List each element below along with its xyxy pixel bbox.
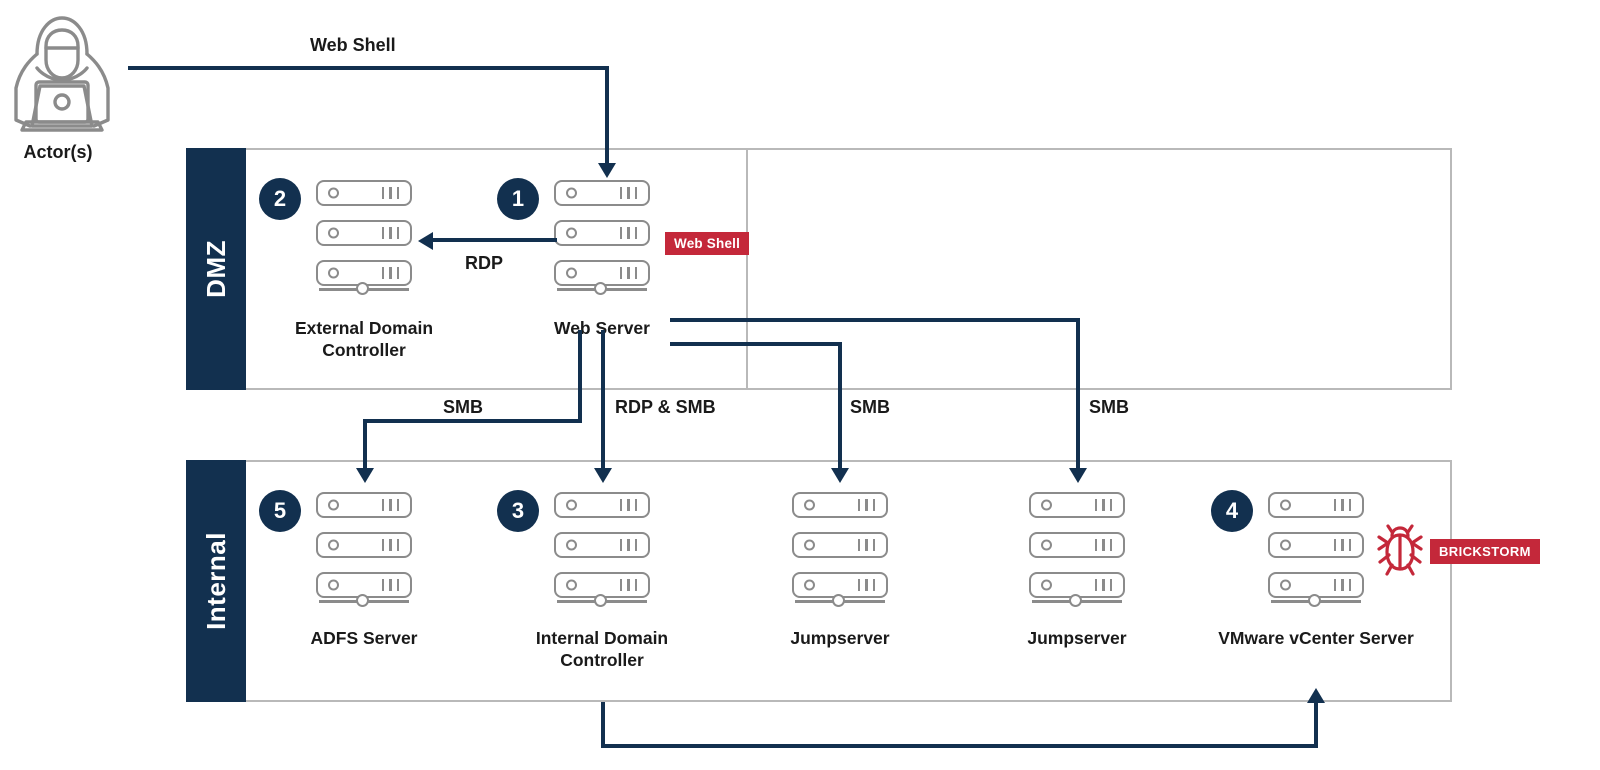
server-icon-vcenter bbox=[1268, 492, 1364, 612]
edge-web-to-jump2-arrowhead bbox=[1069, 468, 1087, 483]
zone-internal-text: Internal bbox=[200, 532, 231, 630]
edge-internal-dc-to-vcenter-v1 bbox=[601, 702, 605, 747]
node-label-vcenter: VMware vCenter Server bbox=[1218, 628, 1414, 648]
brickstorm-tag: BRICKSTORM bbox=[1430, 539, 1540, 564]
node-label-web-server: Web Server bbox=[554, 318, 650, 338]
node-label-external-dc: External Domain Controller bbox=[294, 318, 434, 360]
edge-label-smb-jump1: SMB bbox=[850, 397, 890, 417]
server-icon-internal-dc bbox=[554, 492, 650, 612]
actor-label: Actor(s) bbox=[23, 142, 93, 162]
step-badge-1: 1 bbox=[497, 178, 539, 220]
edge-internal-dc-to-vcenter-arrowhead bbox=[1307, 688, 1325, 703]
zone-dmz-label: DMZ bbox=[186, 148, 246, 390]
edge-web-to-adfs-arrowhead bbox=[356, 468, 374, 483]
edge-actor-to-web-h bbox=[128, 66, 609, 70]
dmz-inner-divider bbox=[746, 150, 748, 388]
edge-web-to-adfs-v2 bbox=[363, 419, 367, 471]
node-label-jumpserver-2: Jumpserver bbox=[1027, 628, 1127, 648]
edge-internal-dc-to-vcenter-v2 bbox=[1314, 700, 1318, 746]
edge-web-to-external-dc-h bbox=[432, 238, 557, 242]
server-icon-web-server bbox=[554, 180, 650, 300]
edge-web-to-internal-dc-arrowhead bbox=[594, 468, 612, 483]
edge-internal-dc-to-vcenter-h bbox=[601, 744, 1318, 748]
edge-label-web-shell: Web Shell bbox=[310, 35, 396, 55]
bug-icon bbox=[1375, 523, 1425, 584]
edge-actor-to-web-v bbox=[605, 66, 609, 166]
edge-label-smb-jump2: SMB bbox=[1089, 397, 1129, 417]
edge-web-to-jump2-h bbox=[670, 318, 1079, 322]
edge-web-to-jump1-v bbox=[838, 342, 842, 471]
actor-icon bbox=[6, 8, 118, 153]
web-shell-tag: Web Shell bbox=[665, 232, 750, 255]
node-label-adfs-server: ADFS Server bbox=[310, 628, 418, 648]
step-badge-3: 3 bbox=[497, 490, 539, 532]
edge-label-rdp: RDP bbox=[465, 253, 504, 273]
edge-web-to-jump2-v bbox=[1076, 318, 1080, 471]
edge-web-to-adfs-v1 bbox=[578, 330, 582, 422]
server-icon-adfs-server bbox=[316, 492, 412, 612]
step-badge-4: 4 bbox=[1211, 490, 1253, 532]
step-badge-2: 2 bbox=[259, 178, 301, 220]
edge-label-rdp-smb: RDP & SMB bbox=[615, 397, 716, 417]
edge-web-to-external-dc-arrowhead bbox=[418, 232, 433, 250]
step-badge-5: 5 bbox=[259, 490, 301, 532]
edge-actor-to-web-arrowhead bbox=[598, 163, 616, 178]
node-label-jumpserver-1: Jumpserver bbox=[790, 628, 890, 648]
edge-web-to-jump1-h bbox=[670, 342, 842, 346]
server-icon-jumpserver-2 bbox=[1029, 492, 1125, 612]
edge-web-to-adfs-h bbox=[363, 419, 582, 423]
zone-dmz-text: DMZ bbox=[200, 240, 231, 298]
server-icon-external-dc bbox=[316, 180, 412, 300]
edge-web-to-internal-dc-v bbox=[601, 330, 605, 471]
edge-web-to-jump1-arrowhead bbox=[831, 468, 849, 483]
server-icon-jumpserver-1 bbox=[792, 492, 888, 612]
node-label-internal-dc: Internal Domain Controller bbox=[535, 628, 669, 670]
edge-label-smb-adfs: SMB bbox=[443, 397, 483, 417]
zone-internal-label: Internal bbox=[186, 460, 246, 702]
